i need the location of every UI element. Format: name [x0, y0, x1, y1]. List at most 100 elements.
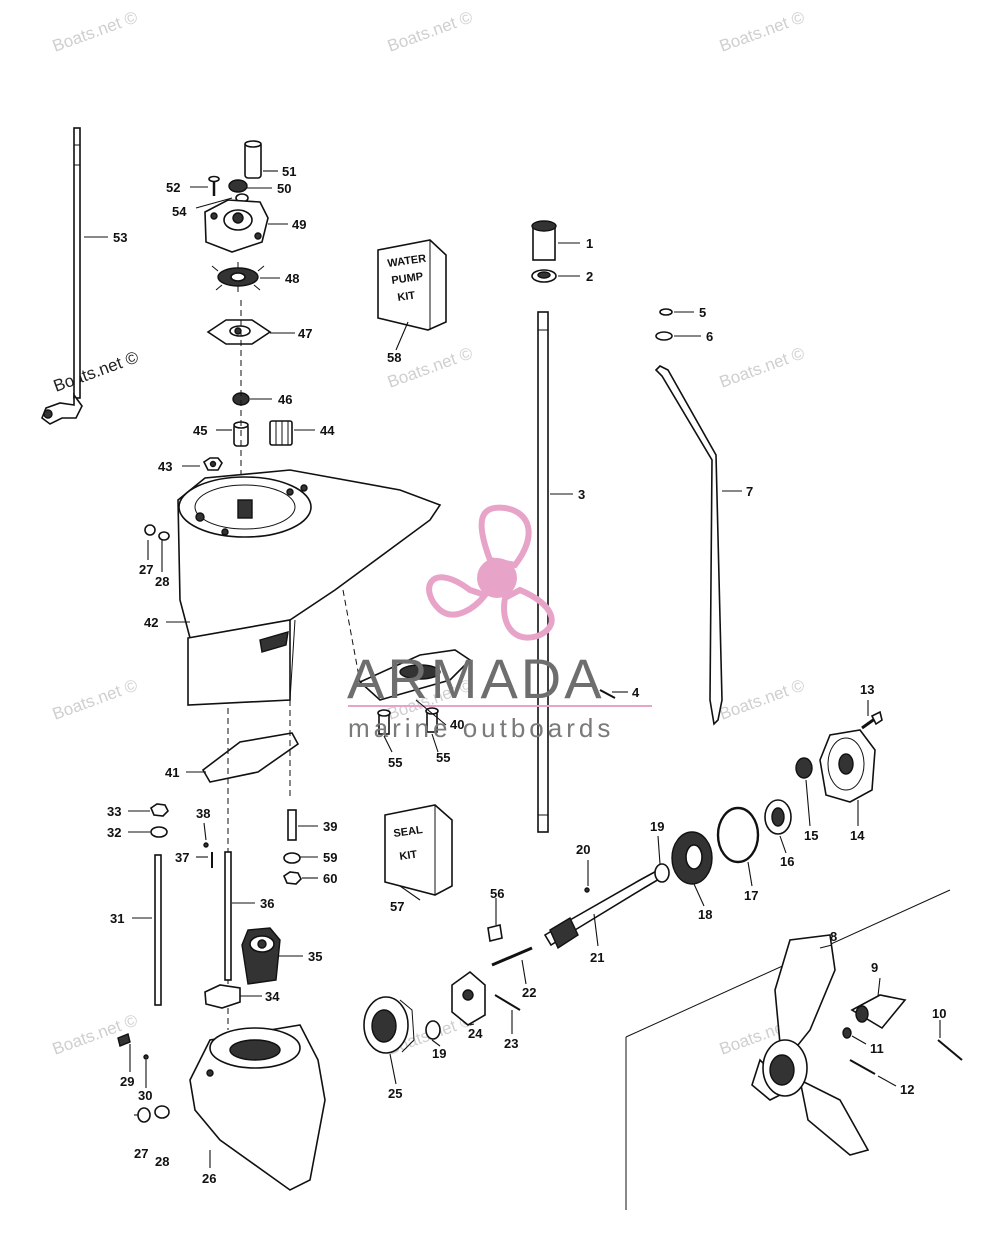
drive-pin-part: [599, 689, 616, 699]
stud-part: [154, 854, 162, 1006]
callout-38: 38: [196, 806, 210, 821]
callout-33: 33: [107, 804, 121, 819]
callout-57: 57: [390, 899, 404, 914]
trim-tab-part: [342, 589, 472, 701]
cross-pin-part: [494, 994, 521, 1011]
screws-part: [377, 707, 439, 735]
callout-22: 22: [522, 985, 536, 1000]
logo-propeller-blade: [501, 586, 555, 641]
callout-8: 8: [830, 929, 837, 944]
seal-kit-line1: SEAL: [393, 824, 424, 840]
callout-9: 9: [871, 960, 878, 975]
screw-washer-lower-part: [137, 1105, 170, 1123]
logo-propeller-hub: [477, 558, 517, 598]
callout-6: 6: [706, 329, 713, 344]
upper-bushing-part: [531, 220, 557, 261]
logo-propeller-blade: [478, 504, 532, 569]
callout-30: 30: [138, 1088, 152, 1103]
long-driveshaft-part: [537, 311, 549, 833]
carrier-screw-part: [861, 710, 883, 730]
callout-27-upper: 27: [139, 562, 153, 577]
spring-part: [491, 946, 533, 967]
nut-washer-part: [150, 803, 169, 838]
watermark-dark: Boats.net ©: [51, 347, 142, 395]
callout-4: 4: [632, 685, 640, 700]
callout-45: 45: [193, 423, 207, 438]
callout-15: 15: [804, 828, 818, 843]
callout-21: 21: [590, 950, 604, 965]
screw-washer-part: [144, 524, 170, 541]
callout-3: 3: [578, 487, 585, 502]
drain-screw-part: [117, 1033, 149, 1060]
thrust-washer-upper-part: [654, 863, 670, 883]
thrust-washer-part: [425, 1020, 441, 1040]
callout-18: 18: [698, 907, 712, 922]
logo-title: ARMADA: [347, 647, 605, 710]
shear-pin-part: [849, 1059, 876, 1075]
callout-27-lower: 27: [134, 1146, 148, 1161]
callout-19-upper: 19: [650, 819, 664, 834]
propeller-shaft-part: [543, 866, 668, 950]
stud-washer-nut-part: [283, 809, 302, 885]
callout-50: 50: [277, 181, 291, 196]
clip-part: [487, 924, 503, 942]
callout-43: 43: [158, 459, 172, 474]
watermark: Boats.net ©: [50, 7, 141, 55]
propeller-cone-part: [850, 994, 907, 1030]
water-pump-housing-part: [204, 199, 269, 253]
callout-1: 1: [586, 236, 593, 251]
watermark: Boats.net ©: [717, 343, 808, 391]
callout-31: 31: [110, 911, 124, 926]
nut-part: [202, 457, 223, 471]
grommet-part: [228, 179, 249, 203]
callout-28-lower: 28: [155, 1154, 169, 1169]
watermark: Boats.net ©: [385, 7, 476, 55]
o-ring-part: [716, 806, 760, 864]
callout-28-upper: 28: [155, 574, 169, 589]
callout-47: 47: [298, 326, 312, 341]
pinion-gear-part: [241, 927, 281, 985]
callout-13: 13: [860, 682, 874, 697]
callout-53: 53: [113, 230, 127, 245]
callout-5: 5: [699, 305, 706, 320]
face-plate-part: [206, 319, 272, 345]
callout-52: 52: [166, 180, 180, 195]
leader-lines: [84, 170, 941, 1168]
forward-gear-part: [671, 831, 713, 885]
pin-part: [203, 842, 213, 868]
callout-29: 29: [120, 1074, 134, 1089]
seal-kit-line2: KIT: [399, 849, 418, 863]
water-pump-kit-line1: WATER: [387, 253, 427, 270]
callout-54: 54: [172, 204, 187, 219]
callout-41: 41: [165, 765, 179, 780]
callout-17: 17: [744, 888, 758, 903]
upper-washer-part: [659, 308, 673, 316]
armada-logo: ARMADA marine outboards: [347, 504, 652, 743]
shift-seal-part: [655, 331, 673, 341]
callout-14: 14: [850, 828, 865, 843]
bearing-carrier-part: [819, 729, 876, 803]
watermark: Boats.net ©: [717, 7, 808, 55]
callout-55-left: 55: [388, 755, 402, 770]
callout-56: 56: [490, 886, 504, 901]
prop-washer-part: [842, 1027, 852, 1039]
callout-36: 36: [260, 896, 274, 911]
callout-7: 7: [746, 484, 753, 499]
driveshaft-housing-part: [177, 469, 442, 706]
grommet-screen-part: [269, 420, 293, 446]
callout-26: 26: [202, 1171, 216, 1186]
water-pump-kit-line2: PUMP: [391, 271, 424, 287]
callout-34: 34: [265, 989, 280, 1004]
bearing-part: [764, 799, 792, 835]
water-tube-part: [244, 140, 262, 179]
pin-small-part: [584, 887, 590, 893]
reverse-gear-part: [363, 996, 415, 1054]
shift-rod-part: [41, 127, 83, 425]
callout-58: 58: [387, 350, 401, 365]
callout-55-right: 55: [436, 750, 450, 765]
oil-seal-part: [795, 757, 813, 779]
clutch-part: [451, 970, 486, 1026]
water-pump-kit-line3: KIT: [397, 290, 416, 304]
cotter-pin-part: [937, 1039, 963, 1061]
